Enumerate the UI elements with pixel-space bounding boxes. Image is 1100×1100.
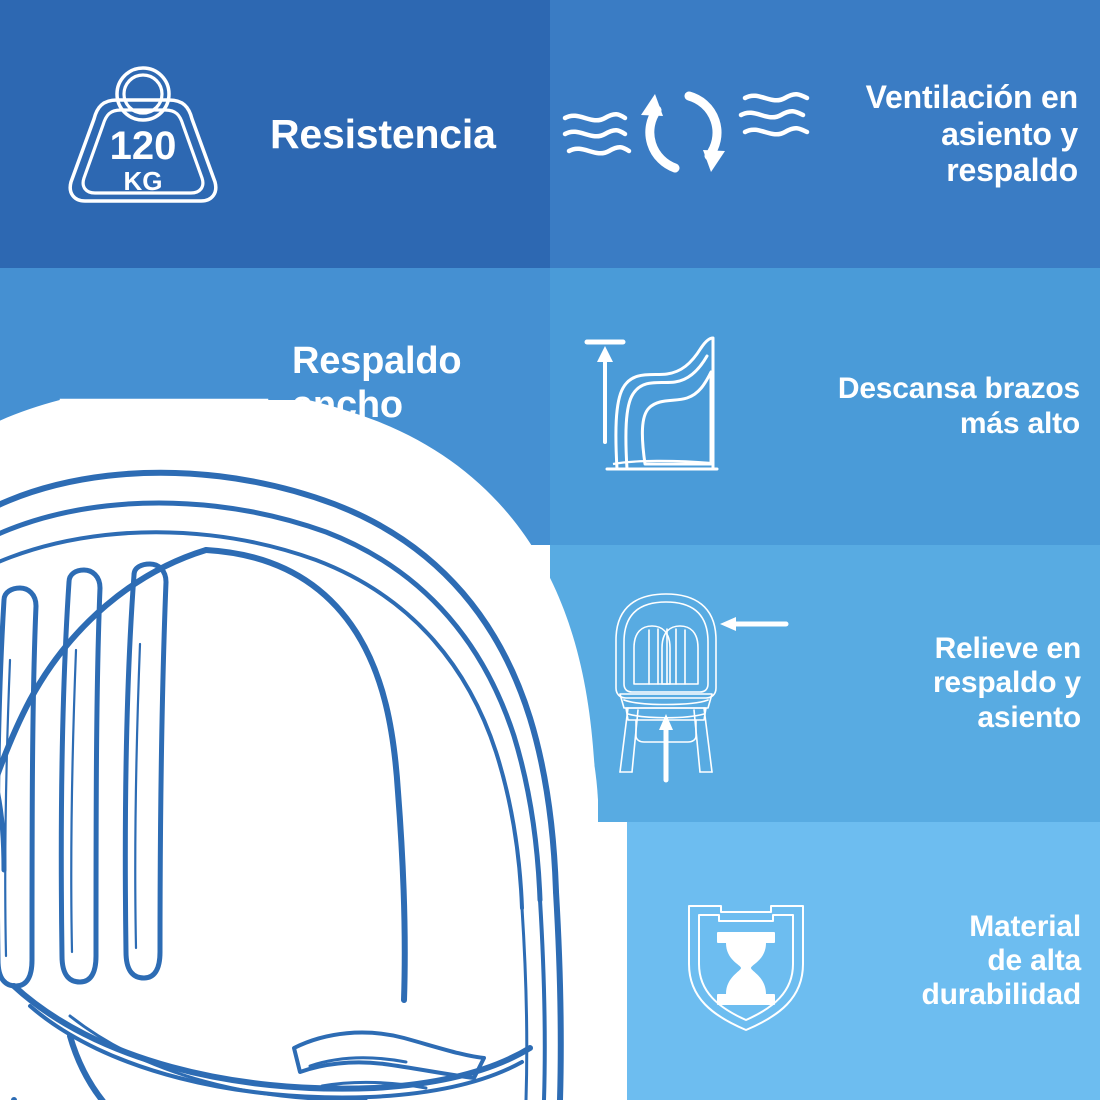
- label-line: respaldo y: [932, 666, 1081, 700]
- label-line: asiento y: [941, 115, 1078, 152]
- width-arrow-icon: [44, 346, 284, 468]
- shield-hourglass-icon: [651, 886, 841, 1036]
- label-line: Material: [969, 909, 1081, 943]
- feature-panel-respaldo-ancho: Respaldo ancho: [0, 268, 550, 545]
- feature-label-descansa-brazos: Descansa brazos más alto: [780, 372, 1080, 440]
- label-line: de alta: [987, 943, 1081, 977]
- feature-panel-descansa-brazos: Descansa brazos más alto: [550, 268, 1100, 545]
- feature-panel-relieve: Relieve en respaldo y asiento: [550, 545, 1100, 822]
- label-line: asiento: [977, 700, 1081, 734]
- feature-label-relieve: Relieve en respaldo y asiento: [876, 632, 1081, 735]
- chair-front-relief-icon: [580, 584, 870, 784]
- label-line: durabilidad: [921, 978, 1082, 1012]
- feature-panel-ventilacion: Ventilación en asiento y respaldo: [550, 0, 1100, 268]
- feature-label-respaldo-ancho: Respaldo ancho: [292, 340, 462, 427]
- label-line: Relieve en: [934, 632, 1082, 666]
- weight-icon-unit: KG: [124, 166, 163, 196]
- feature-label-resistencia: Resistencia: [270, 110, 496, 157]
- feature-label-durabilidad: Material de alta durabilidad: [851, 909, 1082, 1013]
- weight-icon-value: 120: [110, 124, 177, 168]
- label-line: Respaldo: [292, 340, 462, 383]
- armrest-height-icon: [572, 324, 772, 489]
- label-line: Descansa brazos: [837, 372, 1080, 406]
- label-line: ancho: [292, 383, 403, 426]
- label-line: más alto: [959, 406, 1080, 440]
- feature-panel-resistencia: 120 KG Resistencia: [0, 0, 550, 268]
- label-line: Ventilación en: [865, 79, 1079, 116]
- label-line: respaldo: [946, 152, 1078, 189]
- feature-panel-durabilidad: Material de alta durabilidad: [627, 822, 1100, 1100]
- feature-label-ventilacion: Ventilación en asiento y respaldo: [832, 79, 1079, 189]
- air-circulation-icon: [556, 72, 826, 197]
- weight-120kg-icon: 120 KG: [38, 59, 248, 209]
